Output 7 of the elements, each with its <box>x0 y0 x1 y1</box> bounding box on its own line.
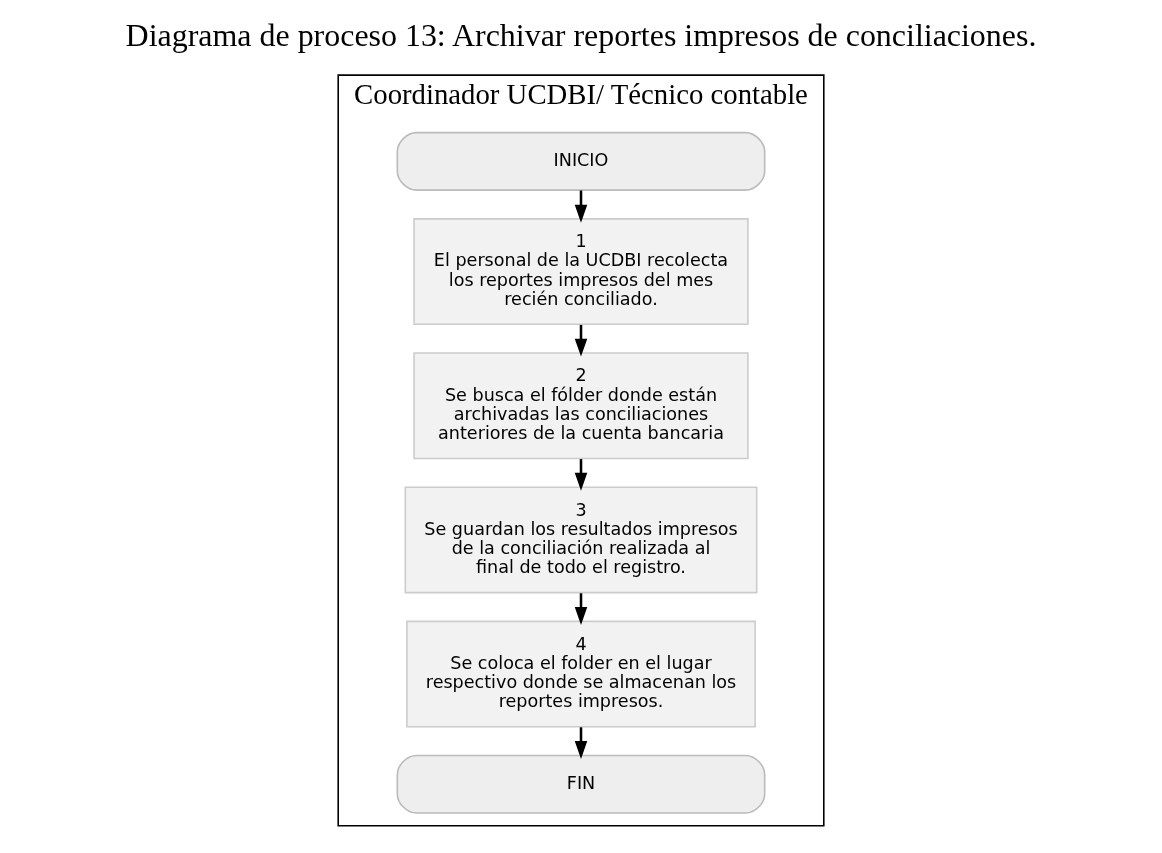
node-box: FIN <box>396 754 766 814</box>
node-box: 4 Se coloca el folder en el lugar respectivo donde se almacenan los reportes impresos. <box>406 620 756 728</box>
node-box: 2 Se busca el fólder donde están archivadas las conciliaciones anteriores de la cuenta bancaria <box>413 352 749 460</box>
node-box: 3 Se guardan los resultados impresos de la conciliación realizada al final de todo el registro. <box>404 486 758 594</box>
diagram-title: Diagrama de proceso 13: Archivar reportes impresos de conciliaciones. <box>125 18 1037 54</box>
node-box: 1 El personal de la UCDBI recolecta los reportes impresos del mes recién conciliado. <box>413 218 749 326</box>
node-box: INICIO <box>396 131 766 191</box>
